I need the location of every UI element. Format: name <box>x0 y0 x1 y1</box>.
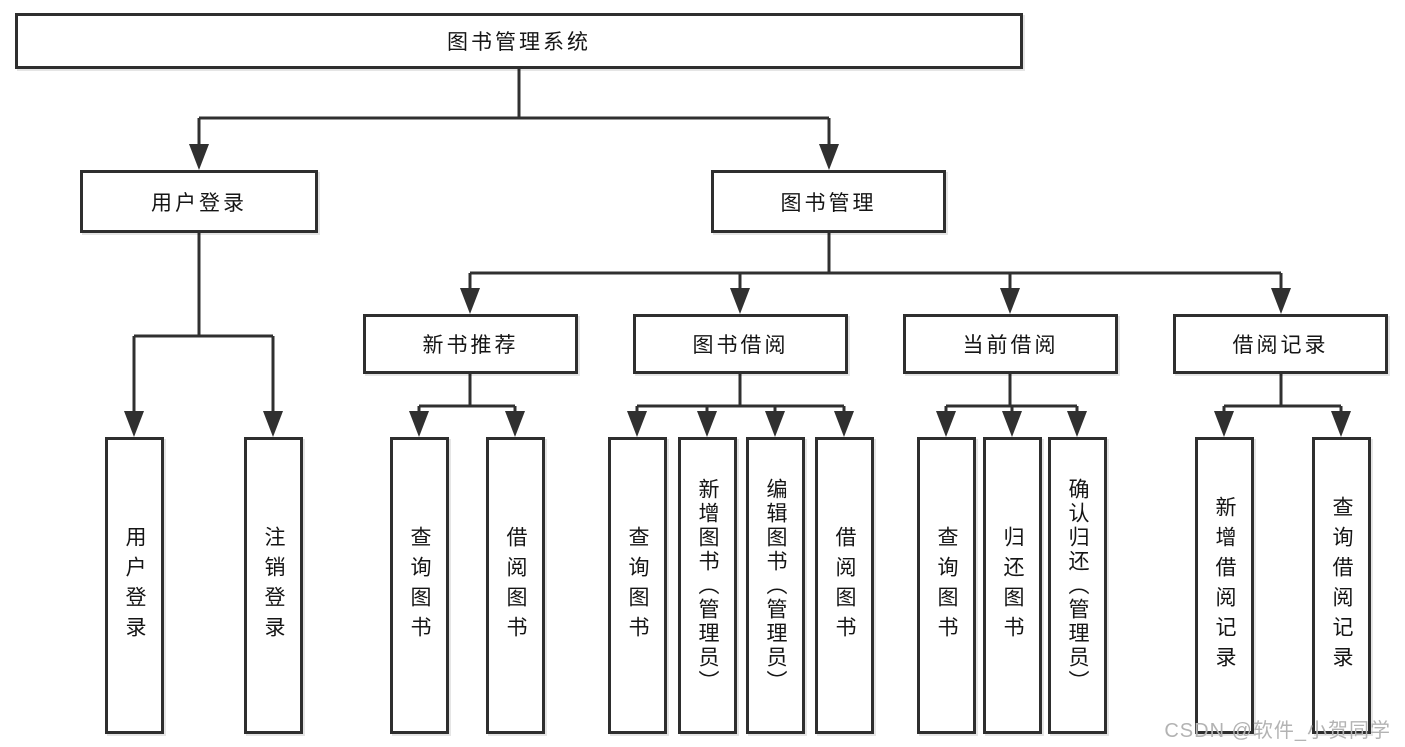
leaf-return-books: 归还图书 <box>983 437 1042 734</box>
arrowhead <box>819 144 839 170</box>
arrowhead <box>409 411 429 437</box>
arrowhead <box>263 411 283 437</box>
leaf-edit-books-admin: 编辑图书（管理员） <box>746 437 805 734</box>
leaf-logout: 注销登录 <box>244 437 303 734</box>
node-book-borrowing: 图书借阅 <box>633 314 848 374</box>
leaf-borrow-books: 借阅图书 <box>815 437 874 734</box>
leaf-query-books-borrow: 查询图书 <box>608 437 667 734</box>
leaf-query-books-recommend: 查询图书 <box>390 437 449 734</box>
leaf-user-login: 用户登录 <box>105 437 164 734</box>
leaf-query-books-current: 查询图书 <box>917 437 976 734</box>
arrowhead <box>627 411 647 437</box>
leaf-confirm-return-admin: 确认归还（管理员） <box>1048 437 1107 734</box>
node-user-login: 用户登录 <box>80 170 318 233</box>
arrowhead <box>1000 288 1020 314</box>
arrowhead <box>505 411 525 437</box>
node-root-library-management-system: 图书管理系统 <box>15 13 1023 69</box>
arrowhead <box>730 288 750 314</box>
node-book-management: 图书管理 <box>711 170 946 233</box>
node-new-book-recommendation: 新书推荐 <box>363 314 578 374</box>
arrowhead <box>124 411 144 437</box>
csdn-watermark: CSDN @软件_小贺同学 <box>1164 720 1391 742</box>
arrowhead <box>834 411 854 437</box>
arrowhead <box>460 288 480 314</box>
leaf-query-borrow-record: 查询借阅记录 <box>1312 437 1371 734</box>
leaf-add-books-admin: 新增图书（管理员） <box>678 437 737 734</box>
arrowhead <box>697 411 717 437</box>
node-borrowing-records: 借阅记录 <box>1173 314 1388 374</box>
leaf-add-borrow-record: 新增借阅记录 <box>1195 437 1254 734</box>
arrowhead <box>765 411 785 437</box>
arrowhead <box>1002 411 1022 437</box>
arrowhead <box>1271 288 1291 314</box>
arrowhead <box>936 411 956 437</box>
leaf-borrow-books-recommend: 借阅图书 <box>486 437 545 734</box>
arrowhead <box>189 144 209 170</box>
arrowhead <box>1067 411 1087 437</box>
node-current-borrowing: 当前借阅 <box>903 314 1118 374</box>
arrowhead <box>1331 411 1351 437</box>
arrowhead <box>1214 411 1234 437</box>
